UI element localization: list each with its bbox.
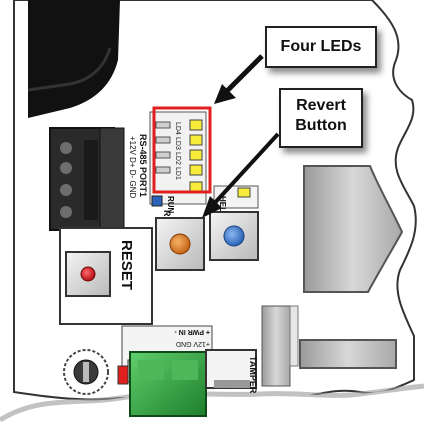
four-leds-callout-text: Four LEDs bbox=[280, 38, 362, 55]
tamper-label: TAMPER bbox=[248, 356, 258, 394]
jumper-red bbox=[117, 365, 129, 385]
led-ld3: LD3 bbox=[174, 134, 203, 150]
held-button[interactable] bbox=[209, 211, 259, 261]
led-array: LD4 LD3 LD2 LD1 bbox=[149, 111, 207, 205]
lower-housing bbox=[299, 339, 397, 369]
rotary-dial bbox=[63, 349, 109, 395]
revert-callout-line2: Button bbox=[295, 117, 347, 134]
revert-button[interactable] bbox=[155, 217, 205, 271]
tamper-switch bbox=[205, 349, 257, 389]
led-ld1-label: LD1 bbox=[174, 167, 181, 180]
led-highlight-box bbox=[152, 106, 212, 194]
reset-label: RESET bbox=[118, 240, 135, 290]
reset-button[interactable] bbox=[65, 251, 111, 297]
connector-label: RS-485 PORT1 bbox=[138, 134, 148, 197]
led-ld2-label: LD2 bbox=[174, 152, 181, 165]
revert-callout-line1: Revert bbox=[296, 97, 346, 114]
held-label: HELD bbox=[218, 196, 227, 218]
power-pins-label: +12V GND bbox=[176, 340, 210, 347]
run-indicator bbox=[151, 195, 163, 207]
gray-post bbox=[261, 305, 291, 387]
held-led bbox=[237, 187, 251, 198]
arrow-to-revert-icon bbox=[202, 132, 280, 218]
black-cable bbox=[28, 0, 120, 118]
run-label: RUN bbox=[166, 196, 175, 214]
connector-pins-label: +12V D+ D- GND bbox=[128, 136, 137, 198]
arrow-to-leds-icon bbox=[214, 54, 264, 104]
led-ld2: LD2 bbox=[174, 149, 203, 165]
green-power-terminal bbox=[129, 351, 207, 417]
power-label: + PWR IN - bbox=[174, 328, 210, 335]
rs485-terminal-block bbox=[49, 127, 125, 231]
four-leds-callout: Four LEDs bbox=[265, 26, 377, 68]
led-ld1: LD1 bbox=[174, 164, 203, 180]
revert-button-callout: Revert Button bbox=[279, 88, 363, 148]
side-housing bbox=[303, 165, 404, 293]
led-ld4: LD4 bbox=[174, 119, 203, 135]
led-ld3-label: LD3 bbox=[174, 137, 181, 150]
led-ld4-label: LD4 bbox=[174, 122, 181, 135]
